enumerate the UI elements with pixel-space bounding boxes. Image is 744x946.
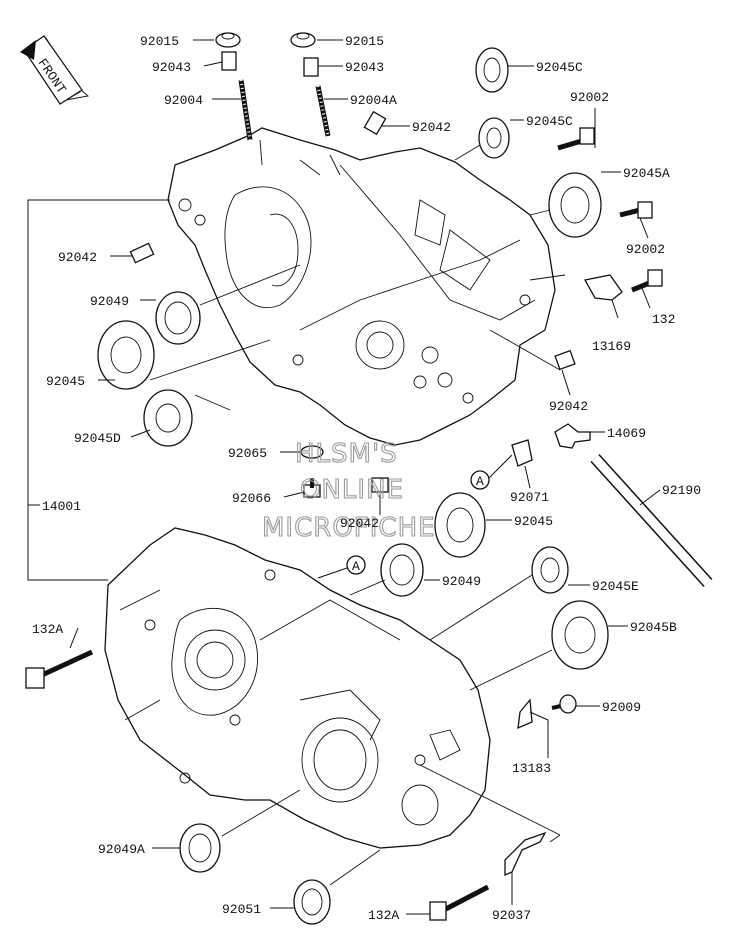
ref-marker-a-upper: A [470, 454, 513, 490]
watermark-line-1: HLSM'S [295, 439, 398, 469]
label-92015-right: 92015 [345, 34, 384, 49]
seal-92049-mid [380, 543, 424, 597]
ref-marker-a-lower-text: A [352, 559, 360, 574]
nut-92015-left [215, 32, 241, 48]
label-92049-left: 92049 [90, 294, 129, 309]
seal-92049-left [155, 291, 201, 345]
bearing-92045-left [97, 320, 155, 390]
label-92002-bottom: 92002 [626, 242, 665, 257]
label-92045E: 92045E [592, 579, 639, 594]
nut-92015-right [290, 32, 316, 48]
front-arrow-icon: FRONT [20, 35, 90, 105]
ref-marker-a-upper-text: A [476, 474, 484, 489]
bearing-92045-mid [434, 492, 486, 558]
label-92190: 92190 [662, 483, 701, 498]
label-92045B: 92045B [630, 620, 677, 635]
crankcase-right-half [167, 127, 556, 446]
dowel-92042-right [554, 349, 576, 371]
part-labels: 92015 92015 92043 92043 92004 92004A 920… [32, 34, 701, 923]
plate-13183 [517, 698, 533, 730]
label-14069: 14069 [607, 426, 646, 441]
label-92049A: 92049A [98, 842, 145, 857]
plate-13169 [583, 274, 623, 301]
label-132A-left: 132A [32, 622, 63, 637]
seal-92049A [179, 823, 221, 873]
label-92045: 92045 [46, 374, 85, 389]
leader-lines [27, 39, 661, 915]
label-92004: 92004 [164, 93, 203, 108]
bearing-92045E [531, 546, 569, 594]
dowel-92042-mid [371, 477, 389, 493]
hose-92190 [590, 453, 713, 588]
label-13169: 13169 [592, 339, 631, 354]
label-13183: 13183 [512, 761, 551, 776]
label-92071: 92071 [510, 490, 549, 505]
label-132: 132 [652, 312, 675, 327]
collar-92043-left [221, 51, 237, 71]
bolt-92066 [303, 478, 321, 498]
bolt-92002-bottom [619, 201, 653, 219]
label-92015-left: 92015 [140, 34, 179, 49]
bolt-132A-bottom [429, 884, 490, 921]
washer-92065 [300, 445, 324, 459]
bearing-92045D [143, 389, 193, 447]
watermark: HLSM'S ONLINE MICROFICHE [261, 438, 436, 543]
stud-92004 [238, 79, 253, 141]
dowel-92042-top [363, 110, 387, 136]
bearing-92045A [548, 172, 602, 238]
grommet-92071 [511, 439, 533, 467]
label-92045A: 92045A [623, 166, 670, 181]
label-92042-mid: 92042 [340, 516, 379, 531]
bracket-92037 [504, 831, 547, 876]
watermark-line-2: ONLINE [300, 475, 404, 505]
label-92045C-mid: 92045C [526, 114, 573, 129]
label-92037: 92037 [492, 908, 531, 923]
bolt-132 [631, 269, 663, 293]
label-132A-bottom: 132A [368, 908, 399, 923]
crankcase-left-half [104, 527, 491, 849]
label-92065: 92065 [228, 446, 267, 461]
stud-92004A [315, 85, 331, 137]
seal-92051 [293, 879, 331, 925]
label-92066: 92066 [232, 491, 271, 506]
bolt-92002-top [557, 127, 595, 151]
label-92045C-top: 92045C [536, 60, 583, 75]
label-92045D: 92045D [74, 431, 121, 446]
collar-92043-right [303, 57, 319, 77]
label-92043-right: 92043 [345, 60, 384, 75]
label-92004A: 92004A [350, 93, 397, 108]
label-92009: 92009 [602, 700, 641, 715]
bolt-92009 [551, 694, 577, 714]
label-92042-right: 92042 [549, 399, 588, 414]
bearing-92045C-top [475, 47, 509, 93]
label-92042-left: 92042 [58, 250, 97, 265]
fitting-14069 [554, 423, 591, 449]
label-92051: 92051 [222, 902, 261, 917]
label-14001: 14001 [42, 499, 81, 514]
label-92049-mid: 92049 [442, 574, 481, 589]
dowel-92042-left [129, 242, 155, 264]
bearing-92045C-mid [478, 117, 510, 159]
label-92043-left: 92043 [152, 60, 191, 75]
label-92045-mid: 92045 [514, 514, 553, 529]
bolt-132A-left [25, 649, 94, 689]
label-92042-top: 92042 [412, 120, 451, 135]
watermark-line-3: MICROFICHE [262, 513, 436, 543]
label-92002-top: 92002 [570, 90, 609, 105]
bearing-92045B [551, 600, 609, 670]
ref-marker-a-lower: A [317, 555, 366, 579]
